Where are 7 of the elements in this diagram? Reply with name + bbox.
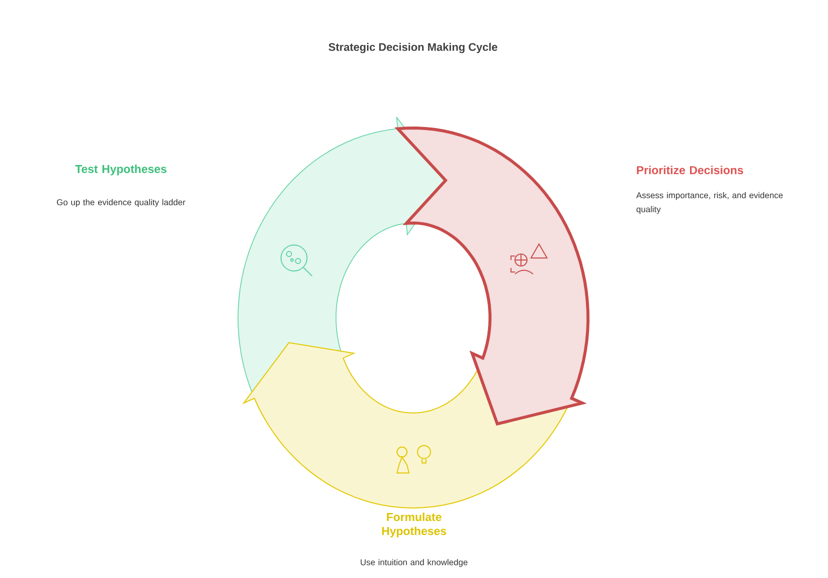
description: Use intuition and knowledge [360, 559, 468, 567]
heading: Test Hypotheses [75, 164, 166, 176]
description: Go up the evidence quality ladder [56, 199, 186, 207]
heading: Formulate Hypotheses [382, 512, 446, 538]
heading: Prioritize Decisions [636, 166, 744, 174]
description: Assess importance, risk, and evidence quality [636, 192, 783, 214]
title: Strategic Decision Making Cycle [328, 42, 498, 54]
